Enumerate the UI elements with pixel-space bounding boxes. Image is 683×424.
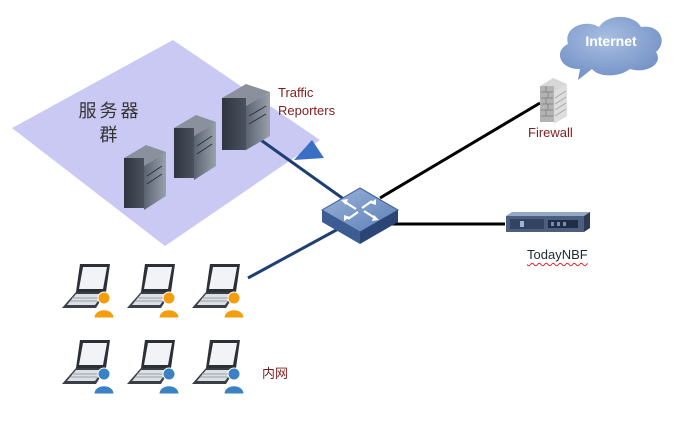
- todaynbf-appliance-icon: [506, 212, 590, 232]
- link-servers-switch: [257, 136, 346, 202]
- intranet-users: [62, 264, 245, 395]
- firewall-icon: [540, 78, 567, 124]
- traffic-reporters-arrow: [294, 140, 324, 160]
- link-lan-switch: [247, 226, 341, 280]
- intranet-label: 内网: [262, 367, 289, 382]
- server-group-label: 服务器 群: [78, 101, 142, 146]
- laptop-user-icon: [127, 340, 180, 395]
- laptop-user-icon: [127, 264, 180, 319]
- server-rack-1: [124, 145, 166, 210]
- firewall-label: Firewall: [528, 125, 573, 140]
- laptop-user-icon: [62, 264, 115, 319]
- server-rack-2: [174, 115, 216, 180]
- laptop-user-icon: [192, 340, 245, 395]
- traffic-reporters-label: Traffic Reporters: [278, 85, 336, 118]
- link-switch-firewall: [379, 101, 541, 200]
- server-rack-3: [222, 84, 270, 150]
- core-switch-icon: [321, 187, 399, 244]
- internet-cloud-icon: [559, 16, 662, 80]
- laptop-user-icon: [62, 340, 115, 395]
- server-group-zone: [12, 40, 320, 246]
- laptop-user-icon: [192, 264, 245, 319]
- todaynbf-label: TodayNBF: [527, 247, 588, 262]
- internet-label: Internet: [585, 33, 637, 49]
